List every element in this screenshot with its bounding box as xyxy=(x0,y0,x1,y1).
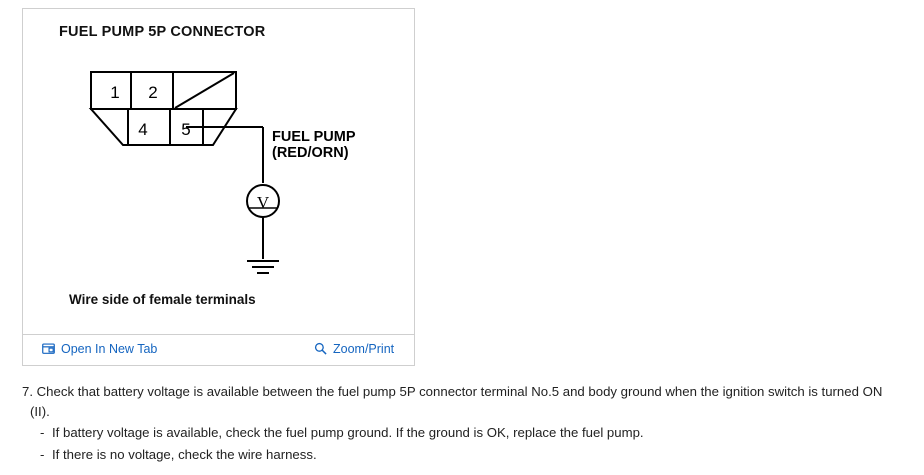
outcome-list: - If battery voltage is available, check… xyxy=(22,423,902,464)
step-paragraph: 7. Check that battery voltage is availab… xyxy=(22,384,883,419)
open-in-new-tab-label: Open In New Tab xyxy=(61,342,158,356)
terminal-number-4: 4 xyxy=(138,120,147,139)
open-in-new-tab-link[interactable]: Open In New Tab xyxy=(41,342,157,356)
procedure-text: 7. Check that battery voltage is availab… xyxy=(22,382,902,464)
figure-title: FUEL PUMP 5P CONNECTOR xyxy=(59,24,266,40)
bullet-dash: - xyxy=(40,446,45,462)
voltmeter-letter: V xyxy=(257,193,270,212)
connector-diagram: 1 2 4 5 V FUEL PUMP (RED/ORN) xyxy=(23,9,414,329)
bullet-dash: - xyxy=(40,425,45,440)
list-item: - If battery voltage is available, check… xyxy=(22,423,902,443)
list-item: - If there is no voltage, check the wire… xyxy=(22,445,902,465)
magnifier-icon xyxy=(313,342,327,356)
wire-label-line2: (RED/ORN) xyxy=(272,145,349,161)
zoom-print-label: Zoom/Print xyxy=(333,342,395,356)
zoom-print-link[interactable]: Zoom/Print xyxy=(313,342,394,356)
terminal-number-1: 1 xyxy=(110,83,119,102)
terminal-number-2: 2 xyxy=(148,83,157,102)
list-item-text: If there is no voltage, check the wire h… xyxy=(52,446,317,462)
list-item-text: If battery voltage is available, check t… xyxy=(52,425,644,440)
figure-footer-bar: Open In New Tab Zoom/Print xyxy=(23,334,414,365)
terminal-number-5: 5 xyxy=(181,120,190,139)
wire-label-line1: FUEL PUMP xyxy=(272,129,356,145)
new-window-icon xyxy=(41,342,55,356)
figure-caption: Wire side of female terminals xyxy=(69,292,256,307)
figure-card: FUEL PUMP 5P CONNECTOR xyxy=(22,8,415,366)
